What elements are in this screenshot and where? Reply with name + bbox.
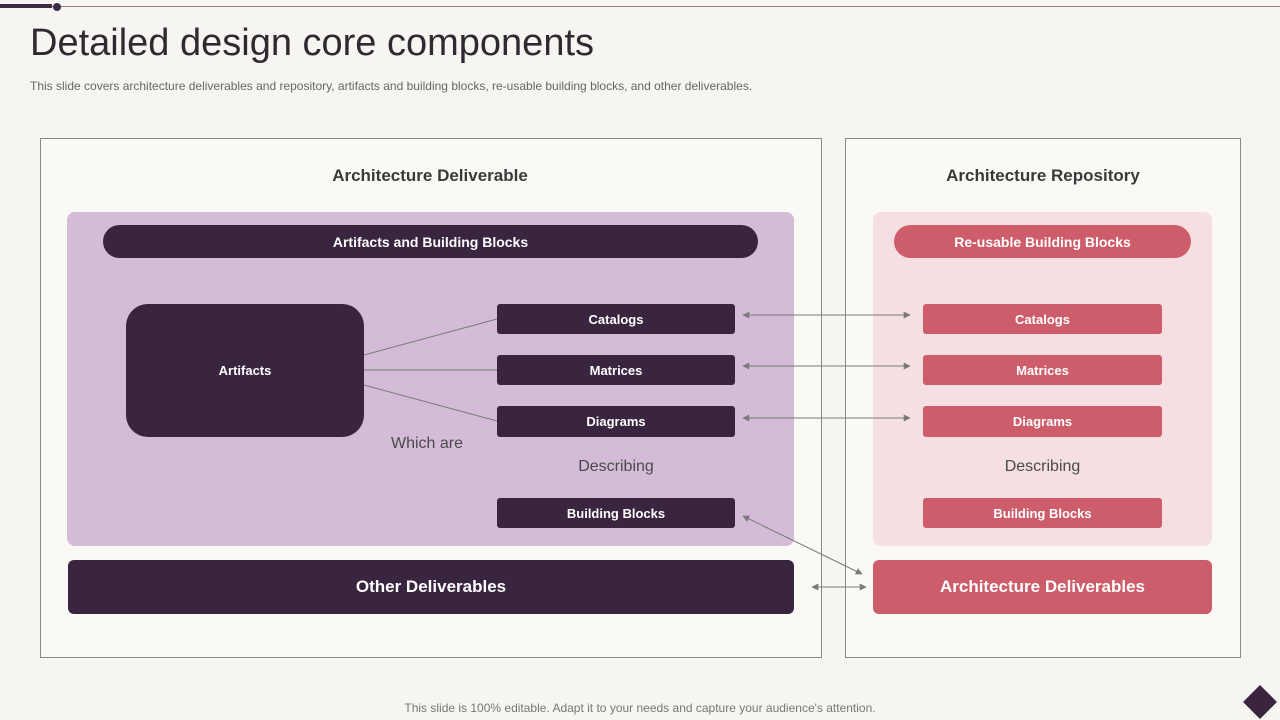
page-subtitle: This slide covers architecture deliverab… [30,79,753,93]
left-building-blocks-box: Building Blocks [497,498,735,528]
right-building-blocks-box: Building Blocks [923,498,1162,528]
right-describing-label: Describing [1004,458,1081,475]
other-deliverables-bar: Other Deliverables [68,560,794,614]
top-accent-dot [53,3,61,11]
architecture-deliverable-heading: Architecture Deliverable [332,166,528,185]
artifacts-to-catalogs-line [363,318,498,356]
right-matrices-box: Matrices [923,355,1162,385]
left-describing-label: Describing [578,458,654,475]
architecture-repository-heading: Architecture Repository [946,166,1140,185]
right-diagrams-box: Diagrams [923,406,1162,437]
top-rule [0,6,1280,7]
footer-note: This slide is 100% editable. Adapt it to… [404,701,876,715]
top-accent-bar [0,4,52,8]
left-catalogs-box: Catalogs [497,304,735,334]
which-are-label: Which are [391,435,464,452]
artifacts-to-diagrams-line [363,384,498,422]
left-diagrams-box: Diagrams [497,406,735,437]
architecture-deliverables-bar: Architecture Deliverables [873,560,1212,614]
reusable-building-blocks-banner: Re-usable Building Blocks [894,225,1191,258]
right-catalogs-box: Catalogs [923,304,1162,334]
building-blocks-arrow [742,515,863,575]
page-title: Detailed design core components [30,22,595,64]
artifacts-building-blocks-banner: Artifacts and Building Blocks [103,225,758,258]
artifacts-box: Artifacts [126,304,364,437]
left-matrices-box: Matrices [497,355,735,385]
